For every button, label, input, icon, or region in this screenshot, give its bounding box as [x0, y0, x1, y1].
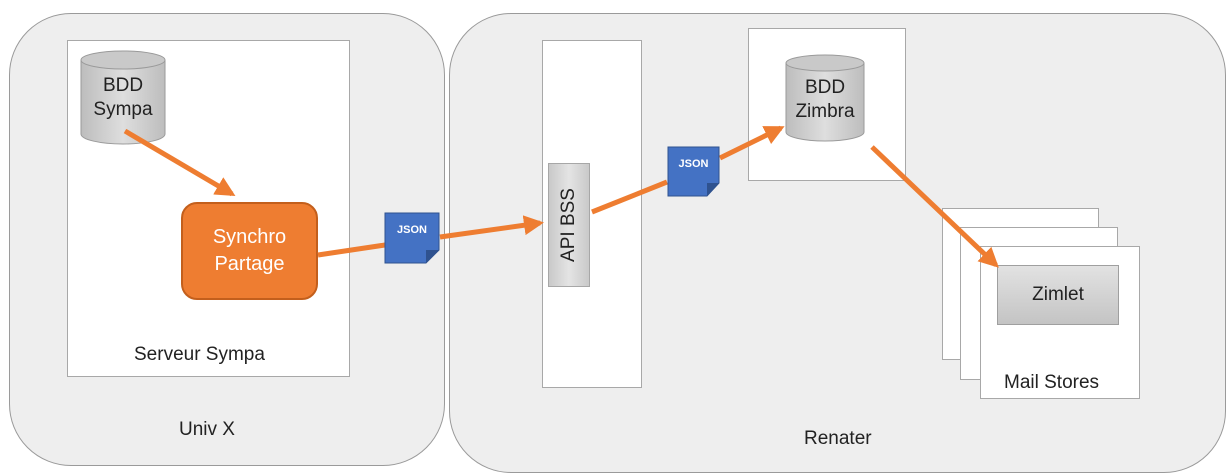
arrow-bdd-zimbra-to-zimlet — [870, 145, 999, 268]
bdd-zimbra-line1: BDD — [804, 77, 846, 98]
serveur-sympa-label: Serveur Sympa — [134, 344, 265, 365]
synchro-partage-block: Synchro Partage — [181, 202, 318, 300]
mail-stores-label: Mail Stores — [1004, 372, 1100, 393]
synchro-line2: Partage — [214, 253, 285, 275]
arrow-synchro-to-json — [317, 242, 386, 258]
json-label-2: JSON — [678, 158, 709, 170]
arrow-bdd-sympa-to-synchro — [123, 128, 236, 197]
zimlet-label: Zimlet — [1032, 284, 1084, 305]
arrow-json-to-api-bss — [439, 215, 544, 240]
bdd-zimbra-database-icon: BDD Zimbra — [785, 54, 865, 142]
json-document-icon-1: JSON — [384, 212, 440, 264]
api-bss-block: API BSS — [548, 163, 590, 287]
univ-x-label: Univ X — [179, 419, 235, 440]
renater-label: Renater — [804, 428, 872, 449]
zimlet-block: Zimlet — [997, 265, 1119, 325]
bdd-sympa-database-icon: BDD Sympa — [80, 50, 166, 146]
arrow-api-bss-to-json — [591, 179, 668, 215]
bdd-zimbra-line2: Zimbra — [795, 101, 855, 122]
arrow-json-to-bdd-zimbra — [718, 125, 785, 161]
synchro-line1: Synchro — [212, 226, 287, 248]
json-document-icon-2: JSON — [667, 146, 720, 197]
bdd-sympa-line2: Sympa — [93, 99, 153, 120]
json-label-1: JSON — [397, 224, 427, 236]
bdd-sympa-line1: BDD — [102, 75, 144, 96]
